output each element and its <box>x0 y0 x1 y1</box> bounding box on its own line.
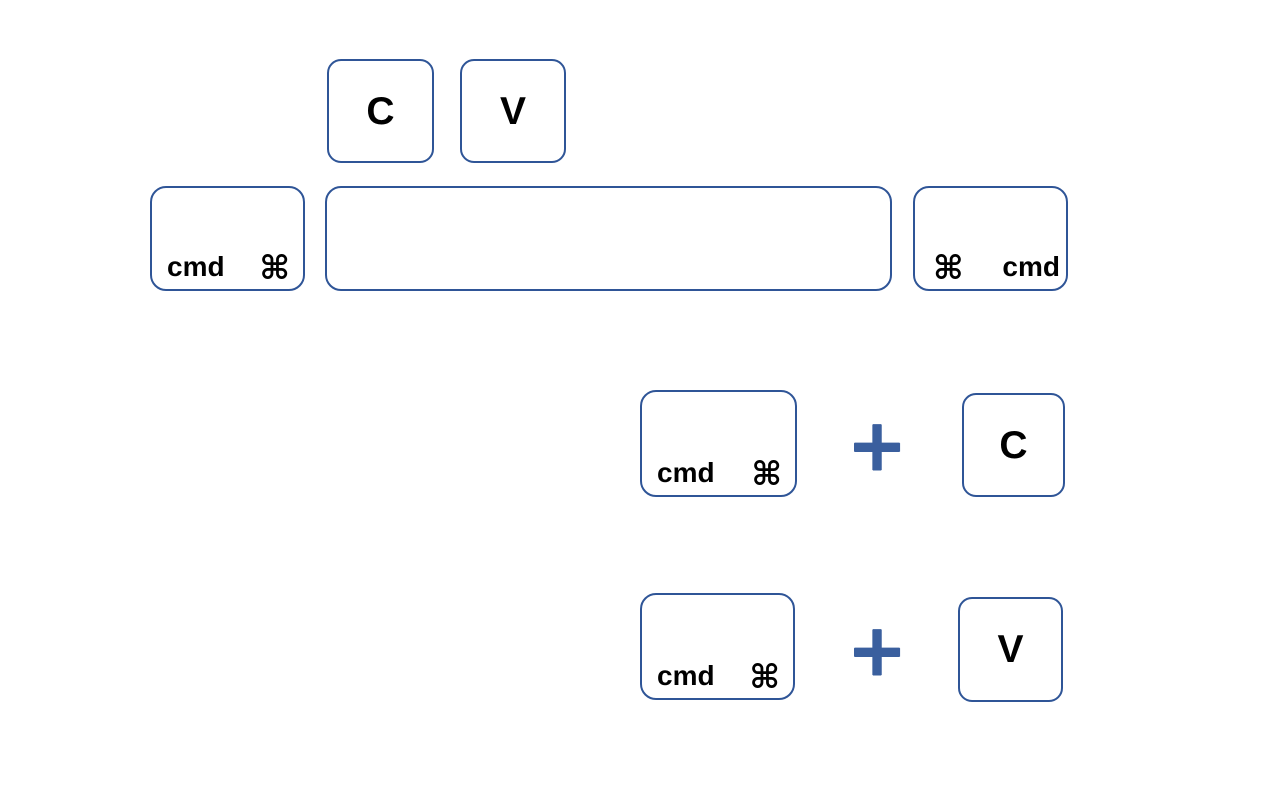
cmd-label: cmd <box>657 457 715 488</box>
command-icon: ⌘ <box>259 247 290 287</box>
command-icon: ⌘ <box>749 656 780 696</box>
shortcut-paste-cmd-key: cmd ⌘ <box>640 593 795 700</box>
cmd-right-label: cmd <box>1002 251 1060 282</box>
plus-icon: + <box>847 409 907 481</box>
keyboard-key-c: C <box>327 59 434 163</box>
keyboard-key-cmd-left: cmd ⌘ <box>150 186 305 291</box>
keyboard-key-v: V <box>460 59 566 163</box>
command-icon: ⌘ <box>751 453 782 493</box>
cmd-left-label: cmd <box>167 251 225 282</box>
keyboard-key-spacebar <box>325 186 892 291</box>
plus-sign: + <box>846 608 908 692</box>
shortcut-copy-letter-key: C <box>962 393 1065 497</box>
keyboard-key-cmd-right: ⌘ cmd <box>913 186 1068 291</box>
key-c-label: C <box>999 423 1028 467</box>
command-icon: ⌘ <box>933 247 964 287</box>
shortcut-paste-letter-key: V <box>958 597 1063 702</box>
shortcut-copy-cmd-key: cmd ⌘ <box>640 390 797 497</box>
key-v-label: V <box>499 89 526 133</box>
plus-icon: + <box>847 614 907 686</box>
key-v-label: V <box>997 628 1024 671</box>
key-c-label: C <box>366 89 395 133</box>
plus-sign: + <box>846 403 908 487</box>
cmd-label: cmd <box>657 660 715 691</box>
